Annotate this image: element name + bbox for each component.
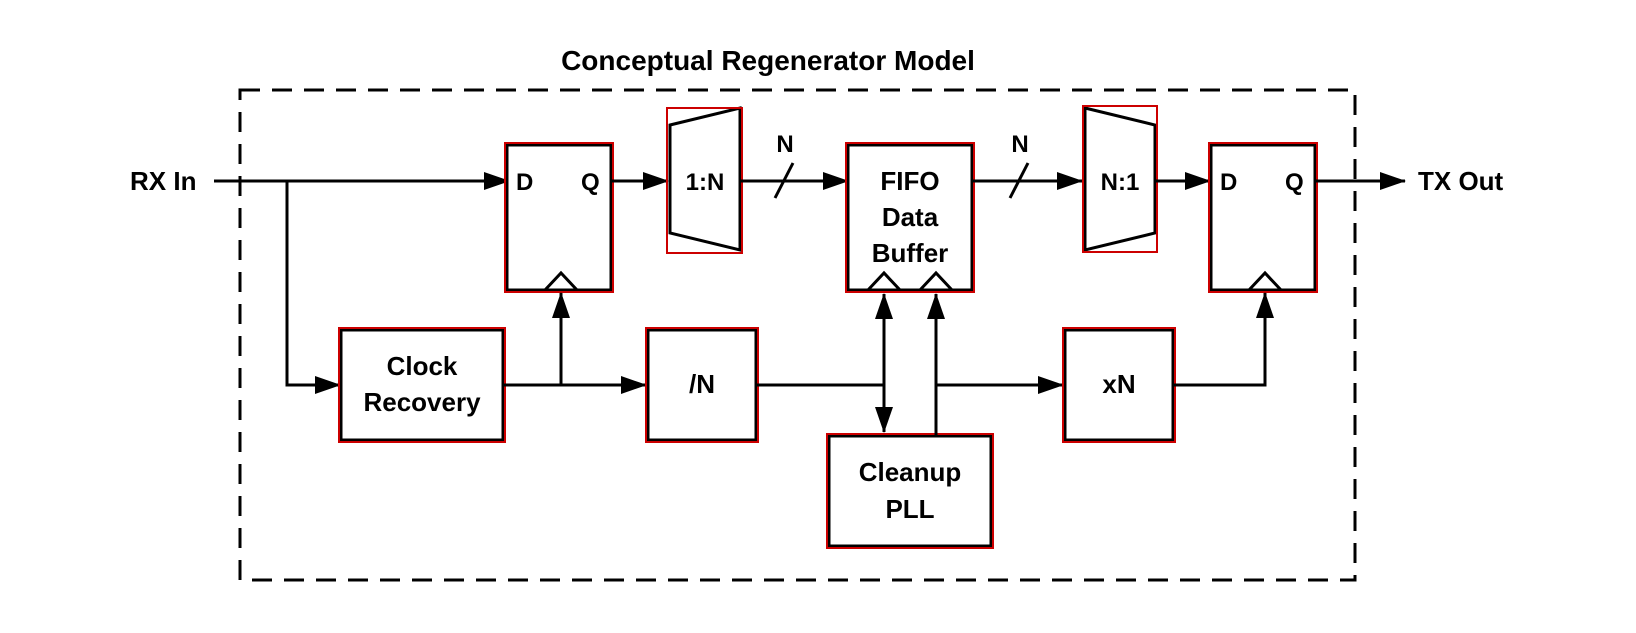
fifo-line2: Data <box>882 202 939 232</box>
demux-1n: 1:N <box>666 106 743 254</box>
multiplier-to-ff-right-line <box>1173 292 1274 387</box>
fifo-line3: Buffer <box>872 238 949 268</box>
cleanup-pll-line2: PLL <box>885 494 934 524</box>
clock-recovery: Clock Recovery <box>338 327 506 443</box>
flipflop-right: D Q <box>1208 142 1318 293</box>
mux-label: N:1 <box>1101 169 1140 196</box>
rx-branch-line <box>285 181 341 394</box>
rx-in-label: RX In <box>130 166 196 196</box>
multiplier-n: xN <box>1062 327 1176 443</box>
bus-width-2-label: N <box>1011 131 1028 158</box>
fifo-data-buffer: FIFO Data Buffer <box>845 142 975 293</box>
flipflop-right-q: Q <box>1285 169 1304 196</box>
clock-recovery-line1: Clock <box>387 351 458 381</box>
flipflop-left-d: D <box>516 169 533 196</box>
cleanup-pll: Cleanup PLL <box>826 433 994 549</box>
mux-n1: N:1 <box>1082 105 1158 253</box>
bus-slash-2 <box>1008 162 1030 199</box>
multiplier-label: xN <box>1102 369 1135 399</box>
tx-out-label: TX Out <box>1418 166 1504 196</box>
flipflop-left: D Q <box>504 142 614 293</box>
bus-width-1-label: N <box>776 131 793 158</box>
clock-recovery-line2: Recovery <box>363 387 481 417</box>
cleanup-pll-line1: Cleanup <box>859 457 962 487</box>
divider-label: /N <box>689 369 715 399</box>
flipflop-left-q: Q <box>581 169 600 196</box>
model-boundary <box>238 88 1357 582</box>
flipflop-right-d: D <box>1220 169 1237 196</box>
demux-label: 1:N <box>686 169 725 196</box>
divider-n: /N <box>645 327 759 443</box>
bus-slash-1 <box>773 162 795 199</box>
diagram-title: Conceptual Regenerator Model <box>561 45 975 76</box>
fifo-line1: FIFO <box>880 166 939 196</box>
